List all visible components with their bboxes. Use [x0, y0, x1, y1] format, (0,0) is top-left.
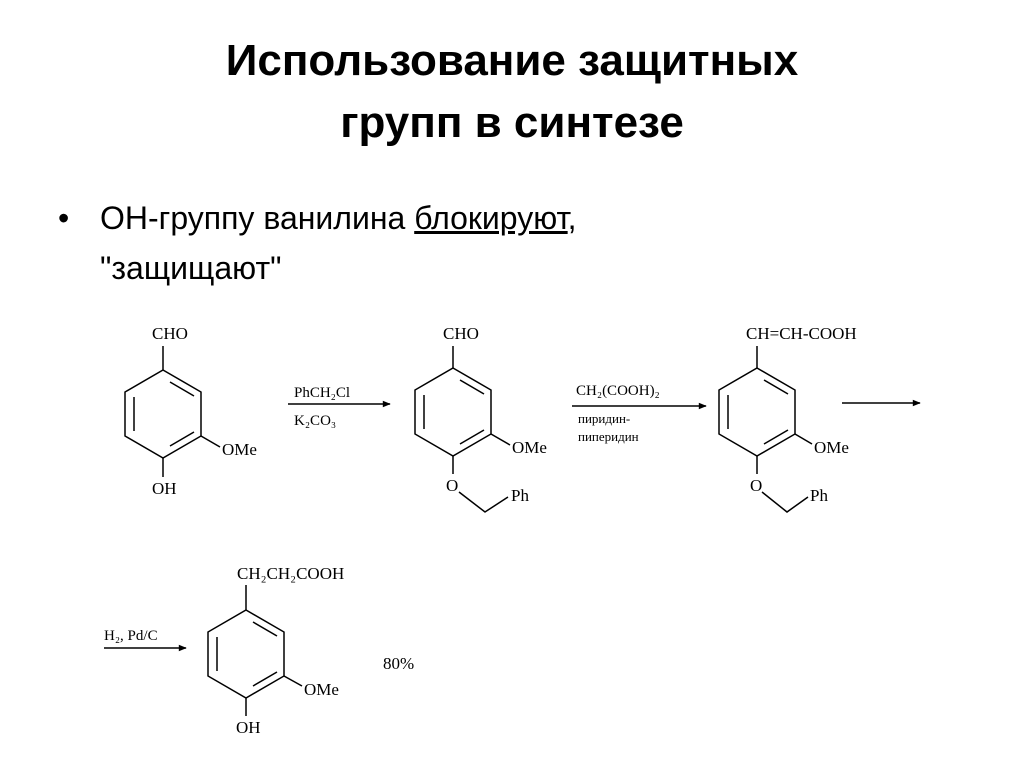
arrow2-reagent-2: пиридин-: [578, 411, 630, 426]
mol3-o-label: O: [750, 476, 762, 495]
bullet-symbol: •: [58, 200, 70, 236]
molecule-benzyl-vanillin: [414, 346, 511, 513]
molecule-dihydroferulic-acid: [207, 585, 303, 716]
benzene-ring: [207, 609, 285, 699]
benzene-ring: [718, 367, 796, 457]
bullet-text: ОН-группу ванилина блокируют, "защищают": [100, 193, 940, 293]
bullet-text-comma: ,: [567, 200, 577, 236]
mol1-cho-label: CHO: [152, 324, 188, 343]
title-line-1: Использование защитных: [225, 36, 799, 85]
arrow4-reagent-1: H₂, Pd/C: [104, 628, 158, 644]
mol2-ome-label: OMe: [512, 438, 547, 457]
mol4-ome-label: OMe: [304, 680, 339, 699]
bullet-text-start: ОН-группу ванилина: [100, 200, 415, 236]
mol4-oh-label: OH: [236, 718, 261, 737]
mol2-ph-label: Ph: [511, 486, 529, 505]
mol1-oh-label: OH: [152, 479, 177, 498]
benzene-ring: [124, 369, 202, 459]
mol2-o-label: O: [446, 476, 458, 495]
arrow1-reagent-2: K₂CO₃: [294, 413, 336, 429]
arrow1-reagent-1: PhCH₂Cl: [294, 385, 350, 401]
yield-label: 80%: [383, 654, 414, 673]
mol3-side-chain-label: CH=CH-COOH: [746, 324, 857, 343]
bullet-text-line-2: "защищают": [100, 250, 282, 286]
mol2-cho-label: CHO: [443, 324, 479, 343]
arrow2-reagent-1: CH₂(COOH)₂: [576, 383, 660, 399]
arrow2-reagent-3: пиперидин: [578, 429, 639, 444]
mol4-side-chain-label: CH₂CH₂COOH: [237, 564, 344, 583]
mol3-ome-label: OMe: [814, 438, 849, 457]
title-line-2: групп в синтезе: [340, 98, 684, 147]
molecule-cinnamic-acid: [718, 346, 813, 513]
molecule-vanillin: [124, 346, 221, 477]
slide-title: Использование защитных групп в синтезе: [0, 30, 1024, 154]
mol3-ph-label: Ph: [810, 486, 828, 505]
mol1-ome-label: OMe: [222, 440, 257, 459]
benzene-ring: [414, 367, 492, 457]
bullet-underlined-word: блокируют: [414, 200, 568, 236]
